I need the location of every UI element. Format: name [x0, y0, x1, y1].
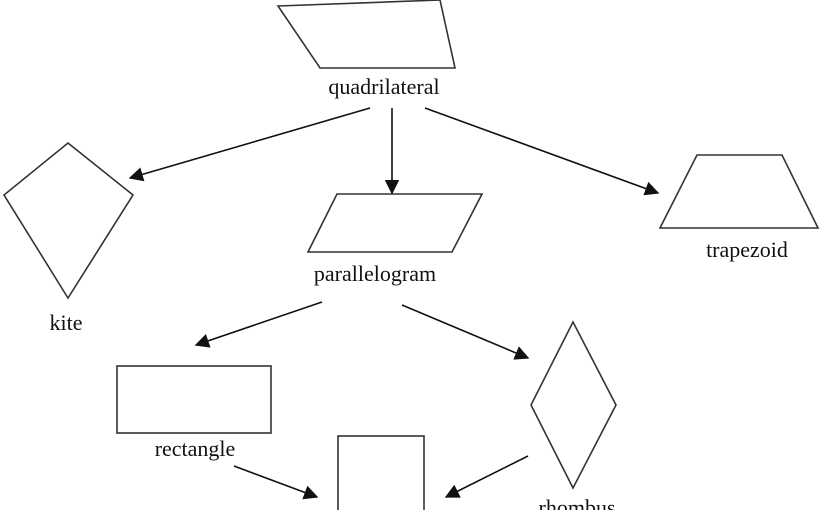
arrow-quadrilateral-to-trapezoid [424, 107, 660, 196]
arrow-rectangle-to-square [233, 465, 319, 500]
arrow-parallelogram-to-rectangle [194, 301, 323, 348]
rectangle-shape [116, 365, 272, 434]
kite-shape [2, 141, 135, 300]
arrow-parallelogram-to-rhombus [401, 304, 530, 360]
parallelogram-label: parallelogram [314, 261, 436, 286]
kite-label: kite [50, 310, 83, 335]
rhombus-label: rhombus [539, 495, 616, 510]
parallelogram-shape [306, 193, 484, 253]
trapezoid-shape [658, 154, 820, 229]
square-shape [337, 435, 425, 510]
rhombus-shape [530, 320, 617, 490]
rectangle-label: rectangle [155, 436, 236, 461]
arrow-quadrilateral-to-kite [128, 107, 371, 182]
arrow-rhombus-to-square [444, 455, 529, 498]
quadrilateral-shape [276, 0, 456, 69]
quadrilateral-label: quadrilateral [328, 74, 439, 99]
trapezoid-label: trapezoid [706, 237, 788, 262]
